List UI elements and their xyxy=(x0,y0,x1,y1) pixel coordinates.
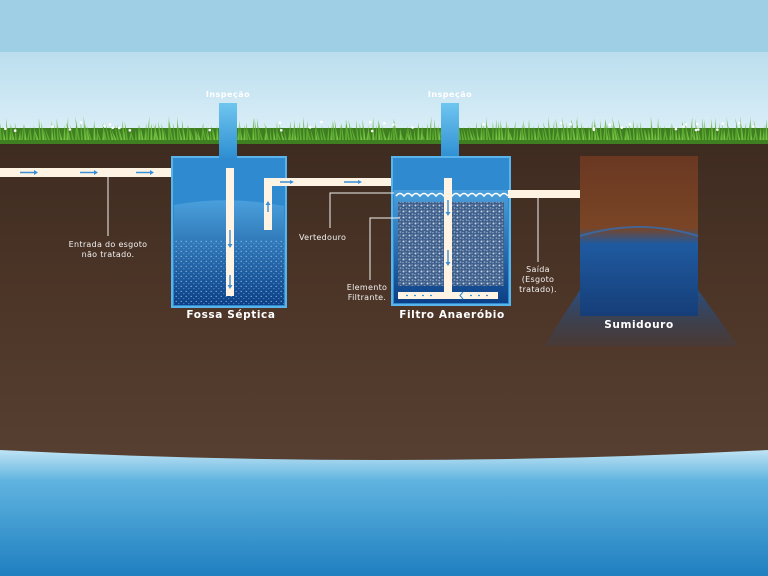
grass-flower xyxy=(697,128,700,131)
anaerobic-filter xyxy=(391,156,511,306)
outlet-label: Saída (Esgoto tratado). xyxy=(510,265,566,295)
grass-flower xyxy=(694,128,698,132)
grass-flower xyxy=(79,121,83,124)
inlet-label: Entrada do esgoto não tratado. xyxy=(52,240,164,260)
grass-flower xyxy=(620,126,624,129)
grass-flower xyxy=(716,128,719,131)
grass-flower xyxy=(68,128,72,131)
grass-flower xyxy=(280,129,283,132)
grass-flower xyxy=(411,126,414,129)
grass-flower xyxy=(695,122,699,126)
grass-flower xyxy=(681,125,685,128)
inspection-label-septic: Inspeção xyxy=(205,90,251,99)
grass-flower xyxy=(482,123,485,126)
grass-flower xyxy=(208,128,211,132)
septic-tank-label: Fossa Séptica xyxy=(186,309,276,321)
inlet-label-line1: Entrada do esgoto xyxy=(68,240,148,249)
water-table xyxy=(0,450,768,576)
inspection-pipe-septic xyxy=(219,103,237,158)
sky-band xyxy=(0,0,768,52)
grass-flower xyxy=(752,125,755,128)
anaerobic-filter-label: Filtro Anaeróbio xyxy=(399,309,505,321)
inlet-label-line2: não tratado. xyxy=(81,250,135,259)
grass-flower xyxy=(569,122,572,126)
outlet-label-line2: (Esgoto xyxy=(521,275,555,284)
filter-element-label-line1: Elemento xyxy=(346,283,388,292)
grass-flower xyxy=(111,126,114,130)
grass-flower xyxy=(684,123,688,126)
grass-flower xyxy=(608,123,612,126)
grass-flower xyxy=(13,129,17,132)
grass-flower xyxy=(369,120,372,124)
grass-flower xyxy=(392,123,395,126)
outlet-pipe xyxy=(508,190,582,198)
sink-pit xyxy=(544,156,738,346)
grass-flower xyxy=(628,123,632,126)
grass-flower xyxy=(278,121,282,125)
grass-flower xyxy=(383,122,386,125)
grass-flower xyxy=(118,126,121,130)
septic-tank xyxy=(171,156,287,308)
grass-flower xyxy=(592,128,596,132)
grass-flower xyxy=(128,129,132,132)
sink-pit-label: Sumidouro xyxy=(604,319,674,331)
filter-element-label-line2: Filtrante. xyxy=(347,293,387,302)
inlet-pipe xyxy=(0,168,232,177)
grass xyxy=(0,116,768,144)
outlet-label-line3: tratado). xyxy=(519,285,557,294)
filter-element-label: Elemento Filtrante. xyxy=(332,283,402,303)
grass-flower xyxy=(320,120,323,124)
outlet-label-line1: Saída xyxy=(526,265,550,274)
grass-flower xyxy=(674,127,678,131)
grass-flower xyxy=(370,129,374,133)
leader-lines xyxy=(107,172,539,280)
grass-flower xyxy=(51,125,54,128)
grass-flower xyxy=(721,122,724,125)
weir-label: Vertedouro xyxy=(299,233,347,242)
grass-flower xyxy=(108,123,112,126)
grass-flower xyxy=(103,124,106,128)
grass-flower xyxy=(559,121,563,125)
inspection-pipe-filter xyxy=(441,103,459,158)
grass-flower xyxy=(737,121,741,125)
grass-flower xyxy=(4,127,7,131)
inspection-label-filter: Inspeção xyxy=(427,90,473,99)
grass-flower xyxy=(308,126,312,129)
